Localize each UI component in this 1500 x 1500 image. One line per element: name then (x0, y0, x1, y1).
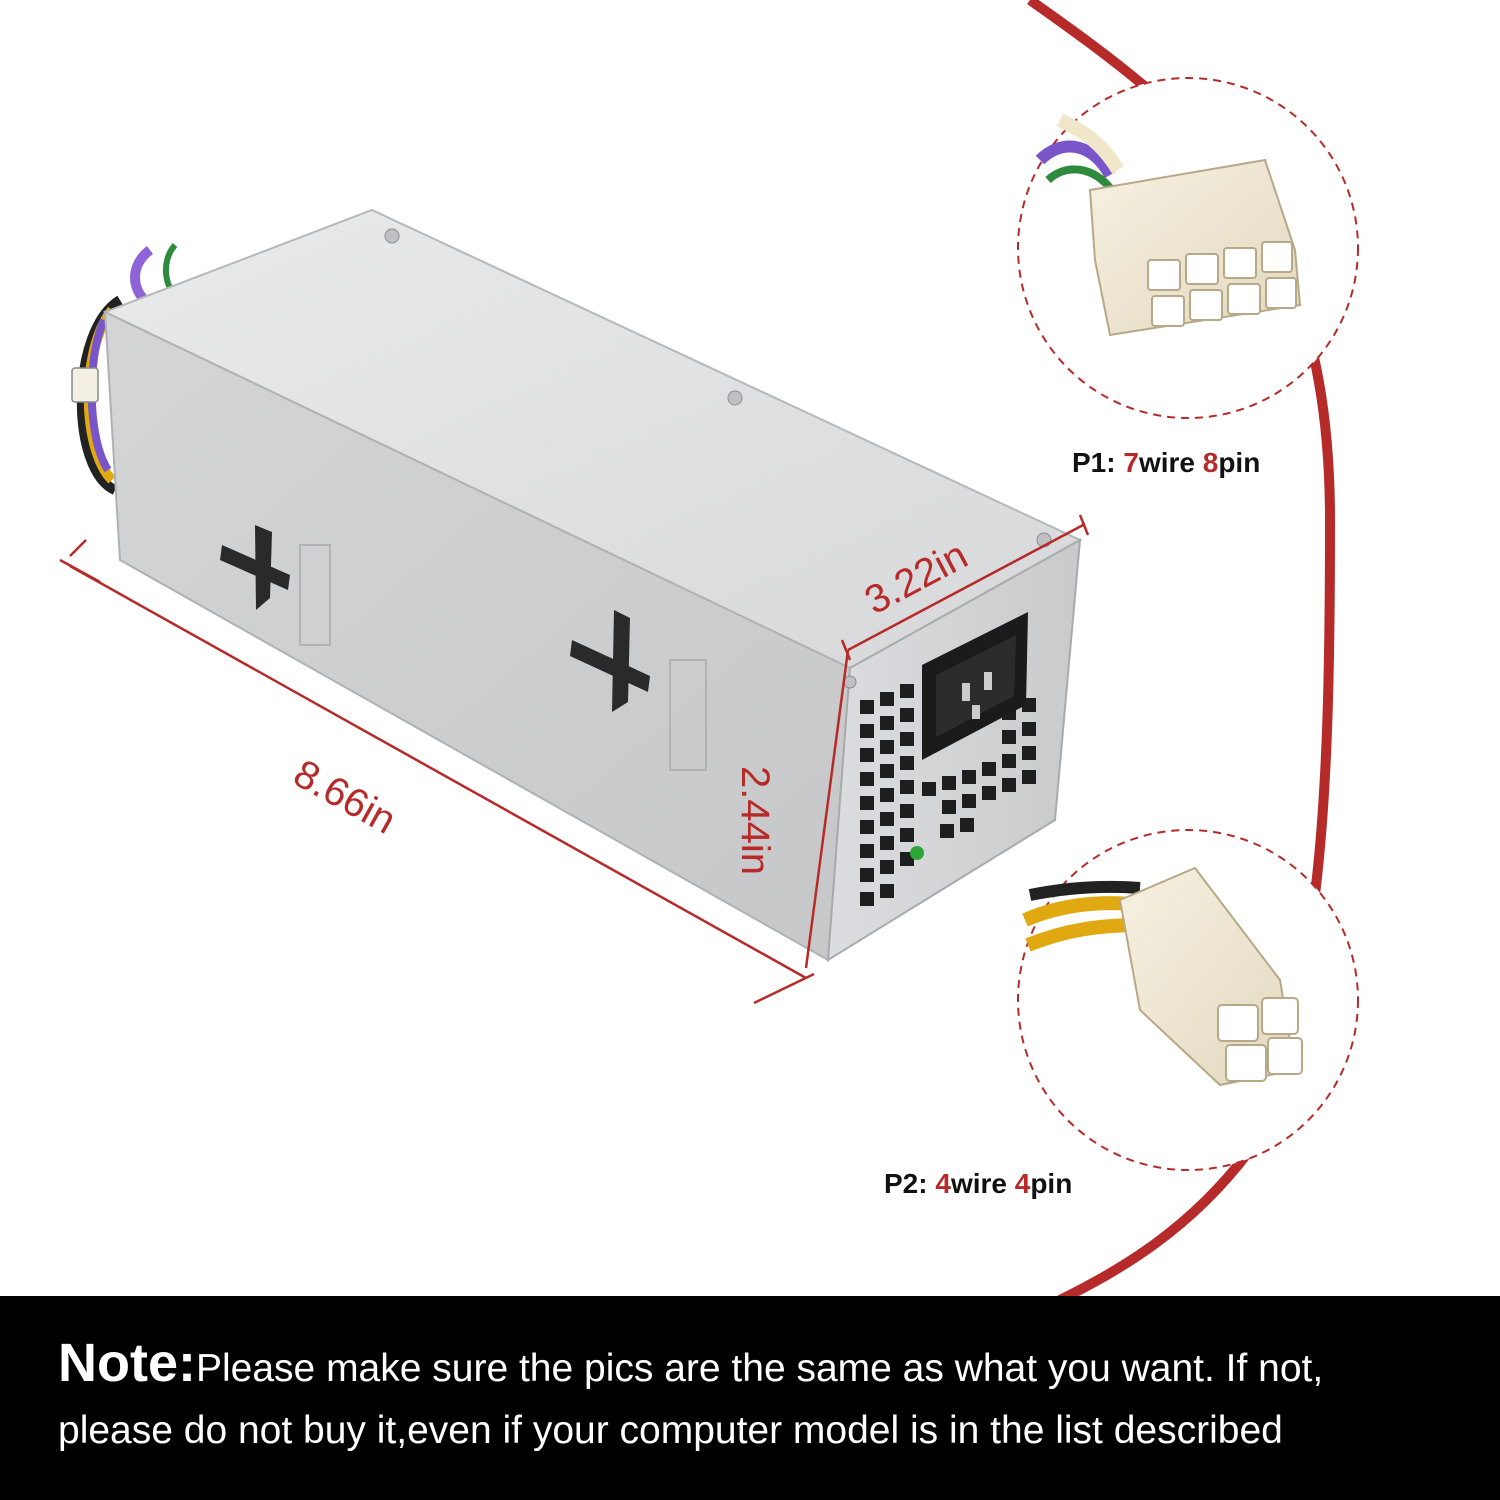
dimension-height-label: 2.44in (732, 766, 777, 875)
note-text-line-2: please do not buy it,even if your comput… (58, 1409, 1283, 1452)
note-heading: Note: (58, 1333, 196, 1393)
mount-cutout-2 (570, 610, 650, 712)
connector-p2-label: P2: 4wire 4pin (884, 1168, 1072, 1200)
connector-p1-wire-count: 7 (1123, 447, 1139, 478)
note-banner: Note:Please make sure the pics are the s… (0, 1296, 1500, 1500)
connector-p1-wire-word: wire (1138, 447, 1203, 478)
ac-inlet-socket-icon (922, 612, 1028, 760)
status-led-icon (910, 846, 924, 860)
connector-p2-zoom (1017, 829, 1359, 1171)
4-pin-connector-icon (1118, 866, 1303, 1087)
connector-p2-wire-count: 4 (935, 1168, 951, 1199)
8-pin-connector-icon (1088, 158, 1302, 337)
dimension-lines (59, 514, 1090, 1005)
connector-p1-zoom (1017, 77, 1359, 419)
connector-p1-prefix: P1: (1072, 447, 1124, 478)
note-text-line-1: Please make sure the pics are the same a… (195, 1347, 1324, 1390)
connector-p2-prefix: P2: (884, 1168, 936, 1199)
note-line-1: Note:Please make sure the pics are the s… (58, 1334, 1460, 1406)
mount-cutout-1 (220, 525, 290, 610)
left-cable-bundle (71, 243, 182, 495)
connector-p1-pin-count: 8 (1202, 447, 1219, 478)
connector-p2-pin-word: pin (1030, 1168, 1073, 1199)
connector-p2-wire-word: wire (950, 1168, 1015, 1199)
power-supply-unit-icon (71, 208, 1083, 962)
connector-p1-pin-word: pin (1218, 447, 1261, 478)
connector-p2-pin-count: 4 (1014, 1168, 1031, 1199)
connector-p1-label: P1: 7wire 8pin (1072, 447, 1260, 479)
vent-grille (860, 684, 1036, 906)
